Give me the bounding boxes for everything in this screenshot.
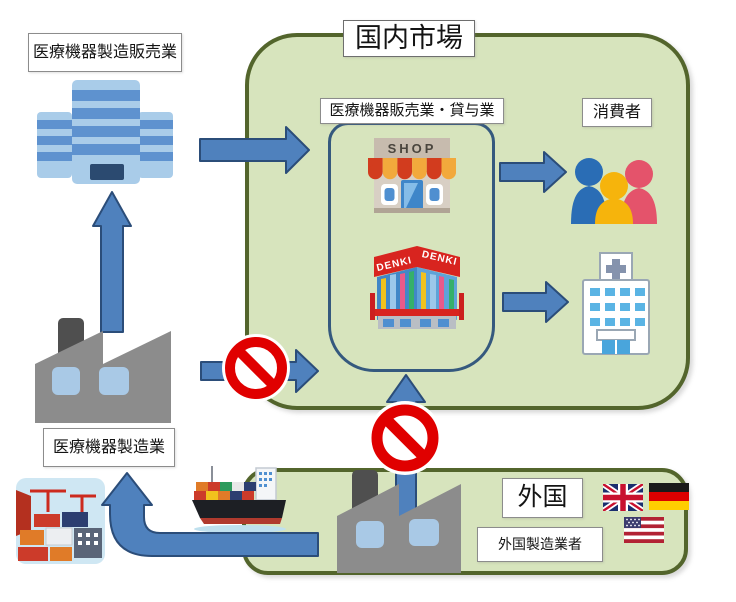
foreign-factory-icon [337,470,461,573]
people-group-icon [571,158,657,224]
uk-flag-icon [603,484,643,511]
container-yard-icon [16,478,105,564]
ship-containers [194,482,256,500]
hospital-icon [582,252,650,355]
factory-icon [35,318,171,423]
arrow-store-to-hospital [502,281,569,323]
prohibition-icon [222,334,290,402]
label-domestic-market: 国内市場 [343,20,475,57]
shop-store-icon: SHOP [368,138,456,213]
yard-building-windows [78,533,98,545]
usa-flag-icon [624,517,664,543]
label-dealers: 医療機器販売業・貸与業 [320,98,504,124]
ship-bridge-windows [259,472,272,487]
arrow-holder-to-dealers [199,126,310,174]
arrow-shop-to-consumers [499,151,567,193]
label-foreign-manufacturer: 外国製造業者 [477,527,603,562]
hospital-windows [590,288,645,326]
label-consumers: 消費者 [582,98,652,127]
germany-flag-icon [649,483,689,510]
office-building-icon [37,80,173,184]
electronics-store-icon: DENKI DENKI [370,246,464,329]
container-ship-icon [192,466,286,533]
harbor-cranes [30,489,96,514]
usa-stars [626,518,640,527]
label-manufacturer: 医療機器製造業 [43,428,175,467]
usa-stripes [624,517,664,543]
shop-awning [368,158,456,180]
arrow-foreign-to-manufacturer [101,472,319,557]
label-marketing-holder: 医療機器製造販売業 [28,33,182,72]
arrow-factory-to-holder [92,191,132,333]
shop-sign-text: SHOP [388,141,437,156]
label-foreign: 外国 [502,478,583,518]
prohibition-icon [368,401,442,475]
